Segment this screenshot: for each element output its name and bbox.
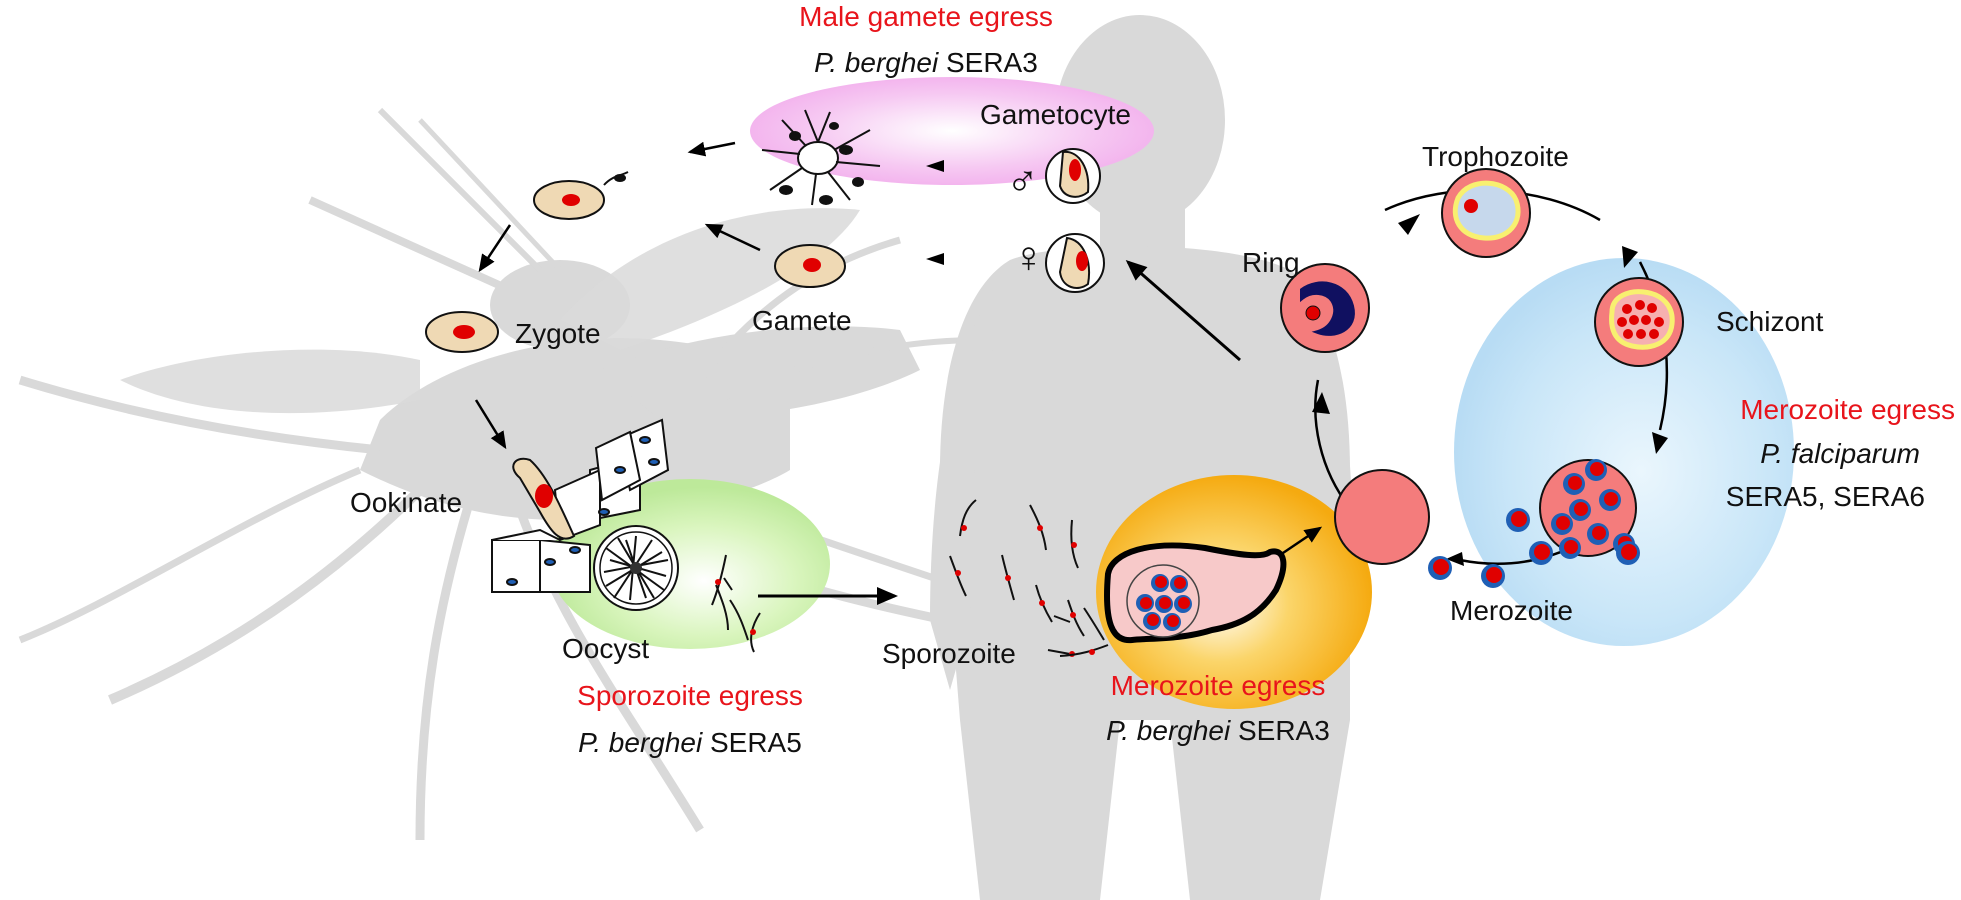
male-gamete-egress-note: Male gamete egress P. berghei SERA3 bbox=[799, 1, 1053, 78]
fertilization-pair bbox=[533, 171, 629, 220]
trophozoite-rbc bbox=[1441, 168, 1531, 258]
blood-merozoite-egress-protein: SERA5, SERA6 bbox=[1726, 481, 1925, 512]
male-symbol-icon: ♂ bbox=[1006, 157, 1039, 206]
liver-merozoite-egress-protein-line: P. berghei SERA3 bbox=[1106, 715, 1330, 746]
arrow-zygote-to-ookinete bbox=[474, 399, 507, 450]
lifecycle-arrows bbox=[474, 141, 1323, 605]
sporozoite-egress-title: Sporozoite egress bbox=[577, 680, 803, 711]
female-gametocyte: ♀ bbox=[1012, 233, 1105, 293]
sporozoite-egress-protein-line: P. berghei SERA5 bbox=[578, 727, 802, 758]
arrow-exflag-to-fertilization bbox=[687, 141, 736, 157]
arrow-to-zygote bbox=[478, 224, 512, 273]
sporozoite-entering-liver bbox=[1059, 644, 1109, 657]
zygote-label: Zygote bbox=[515, 318, 601, 349]
cycle-arrow-to-free-merozoites bbox=[1652, 432, 1668, 454]
ookinete bbox=[512, 457, 576, 540]
cycle-arrow-to-ring bbox=[1312, 392, 1330, 414]
liver-merozoite-egress-title: Merozoite egress bbox=[1111, 670, 1326, 701]
oocyst bbox=[593, 525, 679, 611]
arrowhead-male bbox=[926, 160, 944, 172]
schizont-label: Schizont bbox=[1716, 306, 1824, 337]
midgut-epithelium bbox=[491, 418, 670, 593]
female-symbol-icon: ♀ bbox=[1012, 233, 1045, 282]
gamete bbox=[774, 244, 846, 288]
cycle-arrow-to-trophozoite bbox=[1398, 214, 1420, 235]
exflagellation-figure bbox=[761, 109, 881, 206]
sporozoites-migrating bbox=[949, 499, 1105, 657]
arrow-gamete-to-fertilization bbox=[704, 223, 761, 252]
male-gametocyte: ♂ bbox=[1006, 148, 1101, 206]
sporozoite-egress-note: Sporozoite egress P. berghei SERA5 bbox=[577, 680, 803, 758]
merozoite-label: Merozoite bbox=[1450, 595, 1573, 626]
male-gamete-egress-title: Male gamete egress bbox=[799, 1, 1053, 32]
oocyst-label: Oocyst bbox=[562, 633, 649, 664]
sporozoite-label: Sporozoite bbox=[882, 638, 1016, 669]
male-gamete-egress-species: P. berghei bbox=[814, 47, 939, 78]
male-gamete-egress-protein-line: P. berghei SERA3 bbox=[814, 47, 1038, 78]
sporozoite-egress-protein: SERA5 bbox=[702, 727, 802, 758]
free-merozoites bbox=[1428, 508, 1640, 588]
released-sporozoites bbox=[711, 554, 761, 653]
sporozoite-egress-species: P. berghei bbox=[578, 727, 703, 758]
blood-merozoite-egress-title: Merozoite egress bbox=[1740, 394, 1955, 425]
arrow-blood-to-gametocyte bbox=[1125, 260, 1241, 362]
zygote bbox=[425, 311, 499, 353]
ring-stage-rbc bbox=[1280, 263, 1370, 353]
cycle-arrow-to-rbc bbox=[1446, 552, 1464, 566]
arrow-liver-to-blood bbox=[1279, 526, 1323, 557]
liver-hepatocyte bbox=[1104, 542, 1287, 644]
liver-merozoite-egress-protein: SERA3 bbox=[1230, 715, 1330, 746]
liver-merozoites bbox=[1136, 574, 1192, 631]
ring-label: Ring bbox=[1242, 247, 1300, 278]
schizont-rbc bbox=[1594, 277, 1684, 367]
blood-merozoite-egress-species: P. falciparum bbox=[1760, 438, 1920, 469]
blood-merozoite-egress-note: Merozoite egress P. falciparum SERA5, SE… bbox=[1726, 394, 1955, 512]
gametocyte-label: Gametocyte bbox=[980, 99, 1131, 130]
male-gamete-egress-protein: SERA3 bbox=[938, 47, 1038, 78]
gamete-label: Gamete bbox=[752, 305, 852, 336]
liver-merozoite-egress-note: Merozoite egress P. berghei SERA3 bbox=[1106, 670, 1330, 746]
trophozoite-label: Trophozoite bbox=[1422, 141, 1569, 172]
cycle-arrow-to-schizont bbox=[1622, 246, 1638, 268]
uninfected-rbc bbox=[1334, 469, 1430, 565]
liver-merozoite-egress-species: P. berghei bbox=[1106, 715, 1231, 746]
arrowhead-female bbox=[926, 253, 944, 265]
ookinate-label: Ookinate bbox=[350, 487, 462, 518]
